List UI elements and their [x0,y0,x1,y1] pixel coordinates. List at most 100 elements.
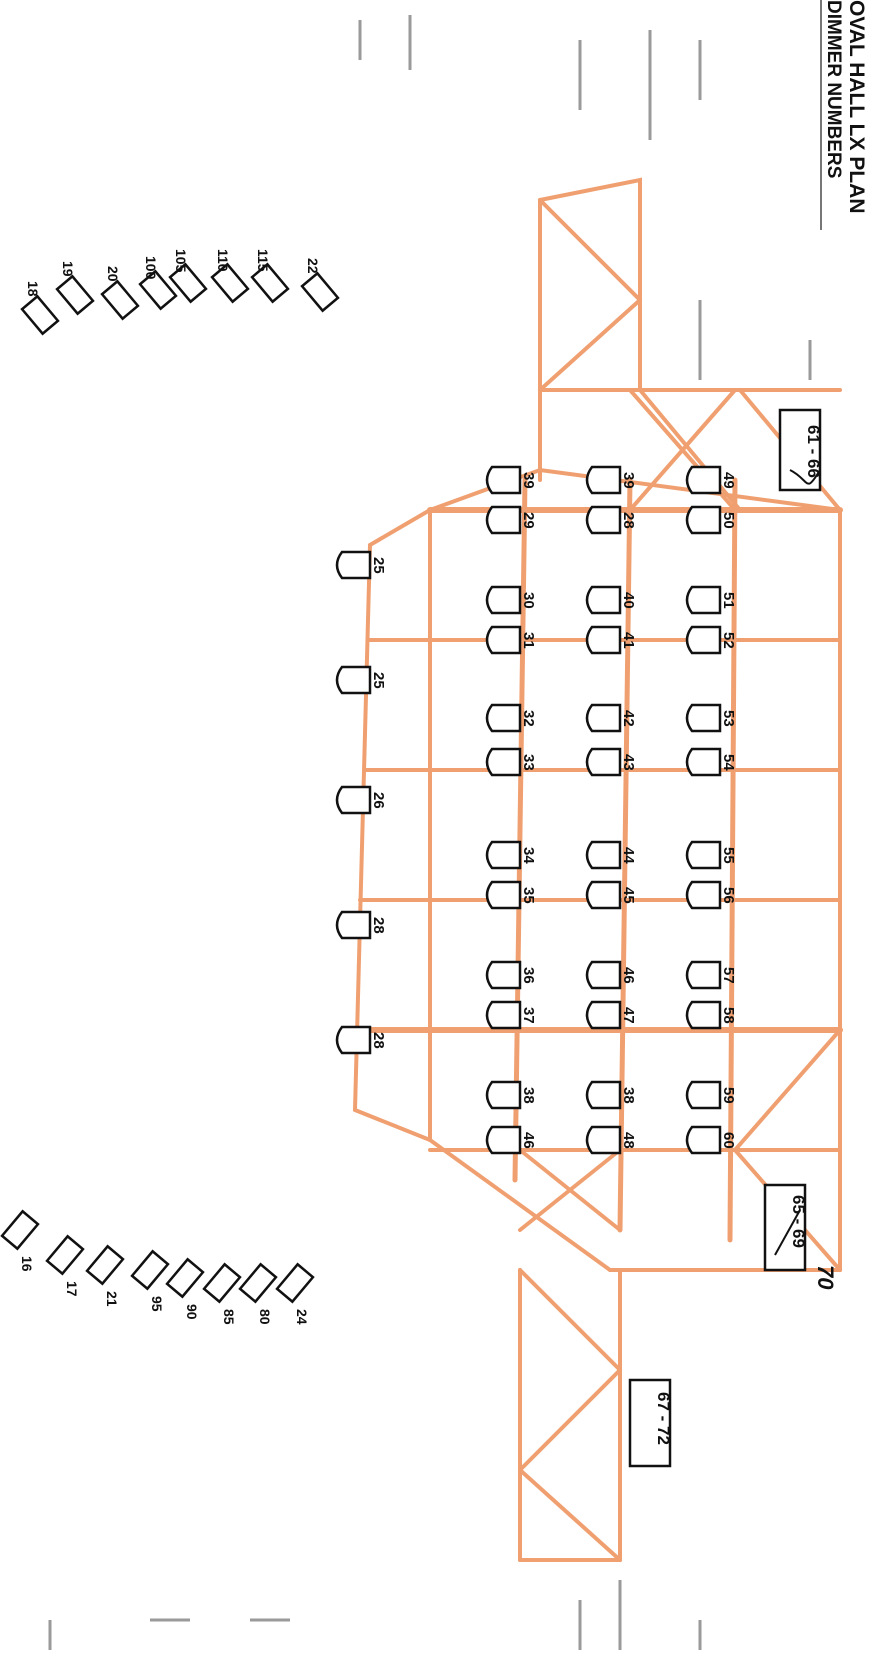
dimmer-number: 39 [520,472,537,489]
lantern-row1-5: 32 [485,703,537,733]
plan-title-block: OVAL HALL LX PLAN DIMMER NUMBERS [770,0,870,240]
dimmer-number: 46 [520,1132,537,1149]
dimmer-number: 32 [520,710,537,727]
dimmer-number: 60 [720,1132,737,1149]
lantern-row3-1: 49 [685,465,737,495]
dimmer-number: 38 [520,1087,537,1104]
lantern-row1-10: 37 [485,1000,537,1030]
truss-structure [353,177,843,1562]
bottom-fixture-2: 17 [45,1234,85,1297]
dimmer-number: 52 [720,632,737,649]
fixture-number: 16 [19,1256,35,1272]
lantern-row1-9: 36 [485,960,537,990]
dimmer-number: 28 [370,917,387,934]
scale-marks [48,15,812,1650]
top-fixture-1: 18 [20,281,60,336]
lantern-row3-9: 57 [685,960,737,990]
lantern-row2-1: 39 [585,465,637,495]
dimmer-number: 40 [620,592,637,609]
lantern-row3-7: 55 [685,840,737,870]
fixture-number: 24 [294,1309,310,1325]
lantern-row2-11: 38 [585,1080,637,1110]
fixture-number: 80 [257,1309,273,1325]
dimmer-number: 37 [520,1007,537,1024]
fixture-number: 95 [149,1296,165,1312]
dimmer-number: 58 [720,1007,737,1024]
fixture-number: 85 [221,1309,237,1325]
lantern-row2-6: 43 [585,747,637,777]
dimmer-number: 38 [620,1087,637,1104]
bottom-fixture-1: 16 [0,1209,40,1272]
lantern-row3-2: 50 [685,505,737,535]
title-underline [820,0,822,230]
lantern-row2-5: 42 [585,703,637,733]
dimmer-number: 59 [720,1087,737,1104]
dimmer-number: 36 [520,967,537,984]
lantern-outer-2: 25 [335,665,387,695]
fixture-number: 110 [215,249,231,272]
lantern-row2-7: 44 [585,840,637,870]
top-fixture-4: 100 [138,256,178,311]
lantern-row1-2: 29 [485,505,537,535]
fixture-number: 22 [305,258,321,274]
dimmer-number: 43 [620,754,637,771]
range-box-61-66: 61 - 66 [778,408,823,492]
lantern-row2-10: 47 [585,1000,637,1030]
range-box-61-66-label: 61 - 66 [804,425,823,478]
dimmer-number: 51 [720,592,737,609]
dimmer-number: 39 [620,472,637,489]
top-fixture-6: 110 [210,249,250,304]
lantern-outer-5: 28 [335,1025,387,1055]
bottom-fixture-3: 21 [85,1244,125,1307]
dimmer-number: 41 [620,632,637,649]
lantern-row1-3: 30 [485,585,537,615]
bottom-fixture-5: 90 [165,1257,205,1320]
fixture-number: 17 [64,1281,80,1297]
dimmer-number: 53 [720,710,737,727]
lantern-row3-3: 51 [685,585,737,615]
top-fixture-5: 105 [168,249,208,304]
bottom-fixture-6: 85 [202,1262,242,1325]
lantern-row1-7: 34 [485,840,537,870]
dimmer-number: 54 [720,754,737,771]
fixture-number: 18 [25,281,41,297]
dimmer-number: 48 [620,1132,637,1149]
lantern-row3-10: 58 [685,1000,737,1030]
lantern-row1-11: 38 [485,1080,537,1110]
lantern-row3-8: 56 [685,880,737,910]
dimmer-number: 56 [720,887,737,904]
fixture-number: 20 [105,266,121,282]
dimmer-number: 31 [520,632,537,649]
dimmer-number: 33 [520,754,537,771]
fixture-number: 90 [184,1304,200,1320]
dimmer-number: 42 [620,710,637,727]
dimmer-number: 28 [370,1032,387,1049]
dimmer-number: 44 [620,847,637,864]
lantern-row3-5: 53 [685,703,737,733]
lantern-outer-3: 26 [335,785,387,815]
lantern-row1-8: 35 [485,880,537,910]
fixture-number: 100 [143,256,159,280]
bottom-fixture-8: 24 [275,1262,315,1325]
fixture-number: 19 [60,261,76,277]
dimmer-number: 26 [370,792,387,809]
handwritten-70: 70 [813,1265,838,1290]
dimmer-number: 25 [370,672,387,689]
fixture-number: 115 [255,249,271,272]
lantern-row2-12: 48 [585,1125,637,1155]
dimmer-number: 28 [620,512,637,529]
dimmer-number: 45 [620,887,637,904]
top-fixture-3: 20 [100,266,140,321]
fixture-number: 105 [173,249,189,273]
lantern-row1-6: 33 [485,747,537,777]
top-fixture-7: 115 [250,249,290,304]
dimmer-number: 25 [370,557,387,574]
top-fixture-8: 22 [300,258,340,313]
lantern-outer-1: 25 [335,550,387,580]
dimmer-number: 34 [520,847,537,864]
fixture-number: 21 [104,1291,120,1307]
lantern-row2-2: 28 [585,505,637,535]
dimmer-number: 29 [520,512,537,529]
lantern-row1-4: 31 [485,625,537,655]
